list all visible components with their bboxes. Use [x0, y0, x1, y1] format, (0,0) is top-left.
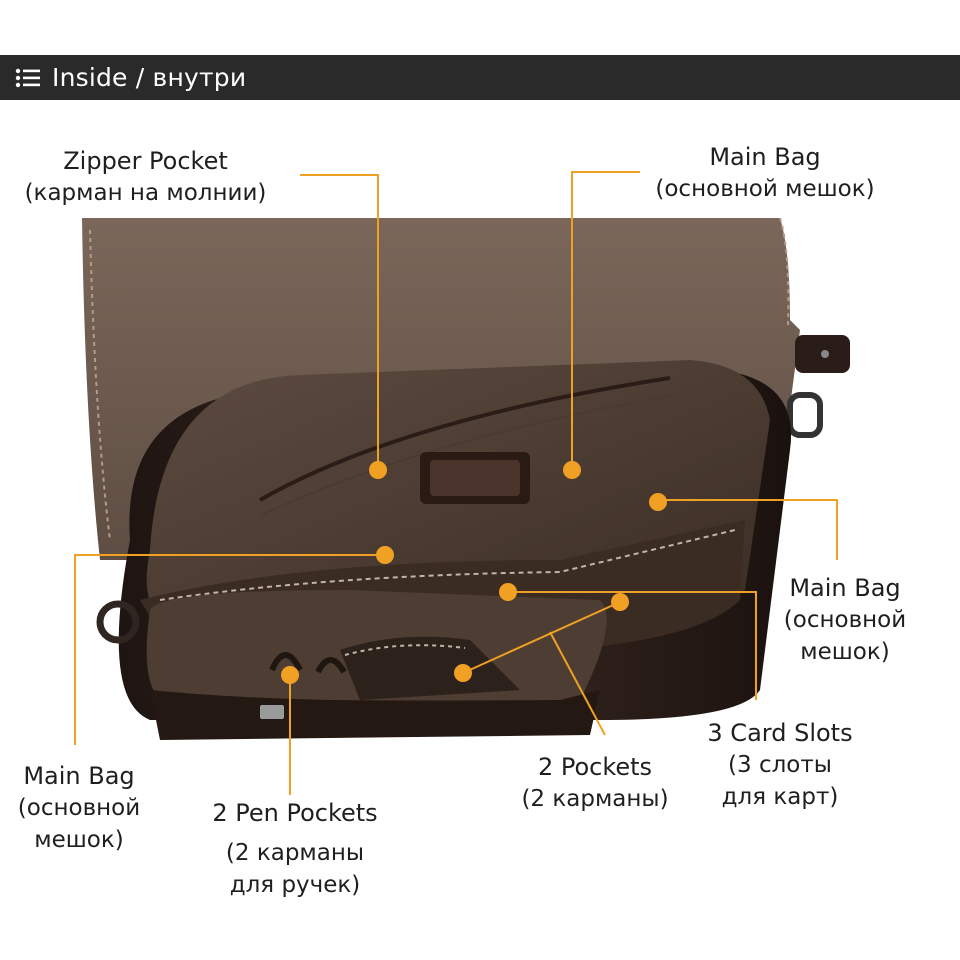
- callout-pockets: 2 Pockets (2 карманы): [500, 751, 690, 815]
- callout-zipper-pocket: Zipper Pocket (карман на молнии): [8, 145, 283, 209]
- callout-en: 2 Pockets: [537, 753, 653, 781]
- callout-ru: (2 карманы: [225, 840, 365, 866]
- list-icon: [15, 68, 40, 87]
- callout-en: 2 Pen Pockets: [212, 799, 378, 827]
- callout-ru: мешок): [800, 639, 890, 665]
- callout-ru: (основной: [783, 607, 907, 633]
- callout-main-bag-top: Main Bag (основной мешок): [635, 141, 895, 205]
- callout-ru: (3 слоты: [728, 752, 832, 778]
- callout-ru: (2 карманы): [521, 786, 669, 812]
- callout-en: Main Bag: [23, 762, 135, 790]
- callout-ru: (карман на молнии): [24, 180, 267, 206]
- callout-ru: мешок): [34, 827, 124, 853]
- callout-ru: (основной мешок): [655, 176, 875, 202]
- section-header: Inside / внутри: [0, 55, 960, 100]
- callout-en: 3 Card Slots: [707, 719, 853, 747]
- callout-ru: для карт): [721, 784, 839, 810]
- callout-en: Main Bag: [709, 143, 821, 171]
- callout-ru: (основной: [17, 795, 141, 821]
- callout-card-slots: 3 Card Slots (3 слоты для карт): [690, 717, 870, 813]
- callout-pen-pockets: 2 Pen Pockets (2 карманы для ручек): [195, 797, 395, 901]
- bag-interior-photo: [74, 171, 850, 795]
- header-title: Inside / внутри: [52, 63, 247, 92]
- callout-en: Zipper Pocket: [63, 147, 228, 175]
- callout-ru: для ручек): [229, 872, 361, 898]
- callout-en: Main Bag: [789, 574, 901, 602]
- callout-main-bag-left: Main Bag (основной мешок): [4, 760, 154, 856]
- callout-main-bag-right: Main Bag (основной мешок): [770, 572, 920, 668]
